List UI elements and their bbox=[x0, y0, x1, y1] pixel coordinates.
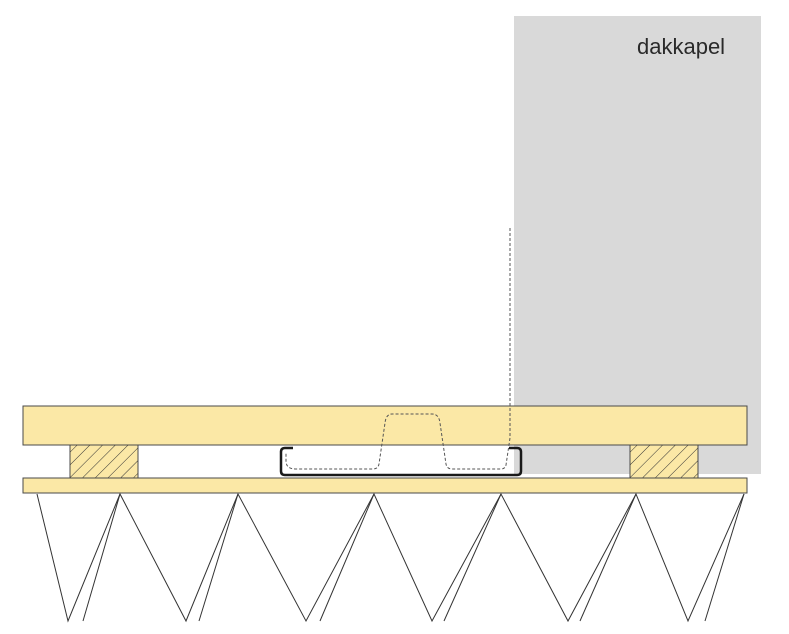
bottom-board bbox=[22, 477, 748, 494]
insulation-line-5 bbox=[579, 493, 637, 622]
batten-left-hatch bbox=[70, 445, 138, 478]
dashed-flashing-profile bbox=[285, 228, 511, 470]
dormer-block bbox=[514, 16, 761, 474]
batten-right-hatch bbox=[630, 445, 698, 478]
insulation-line-6 bbox=[704, 493, 745, 622]
insulation-line-1 bbox=[82, 493, 121, 622]
insulation-line-4 bbox=[443, 493, 502, 622]
dormer-label: dakkapel bbox=[637, 34, 725, 59]
insulation-line-3 bbox=[319, 493, 375, 622]
insulation-zigzag bbox=[36, 492, 745, 623]
insulation-line-2 bbox=[198, 493, 239, 622]
u-profile bbox=[279, 446, 523, 477]
